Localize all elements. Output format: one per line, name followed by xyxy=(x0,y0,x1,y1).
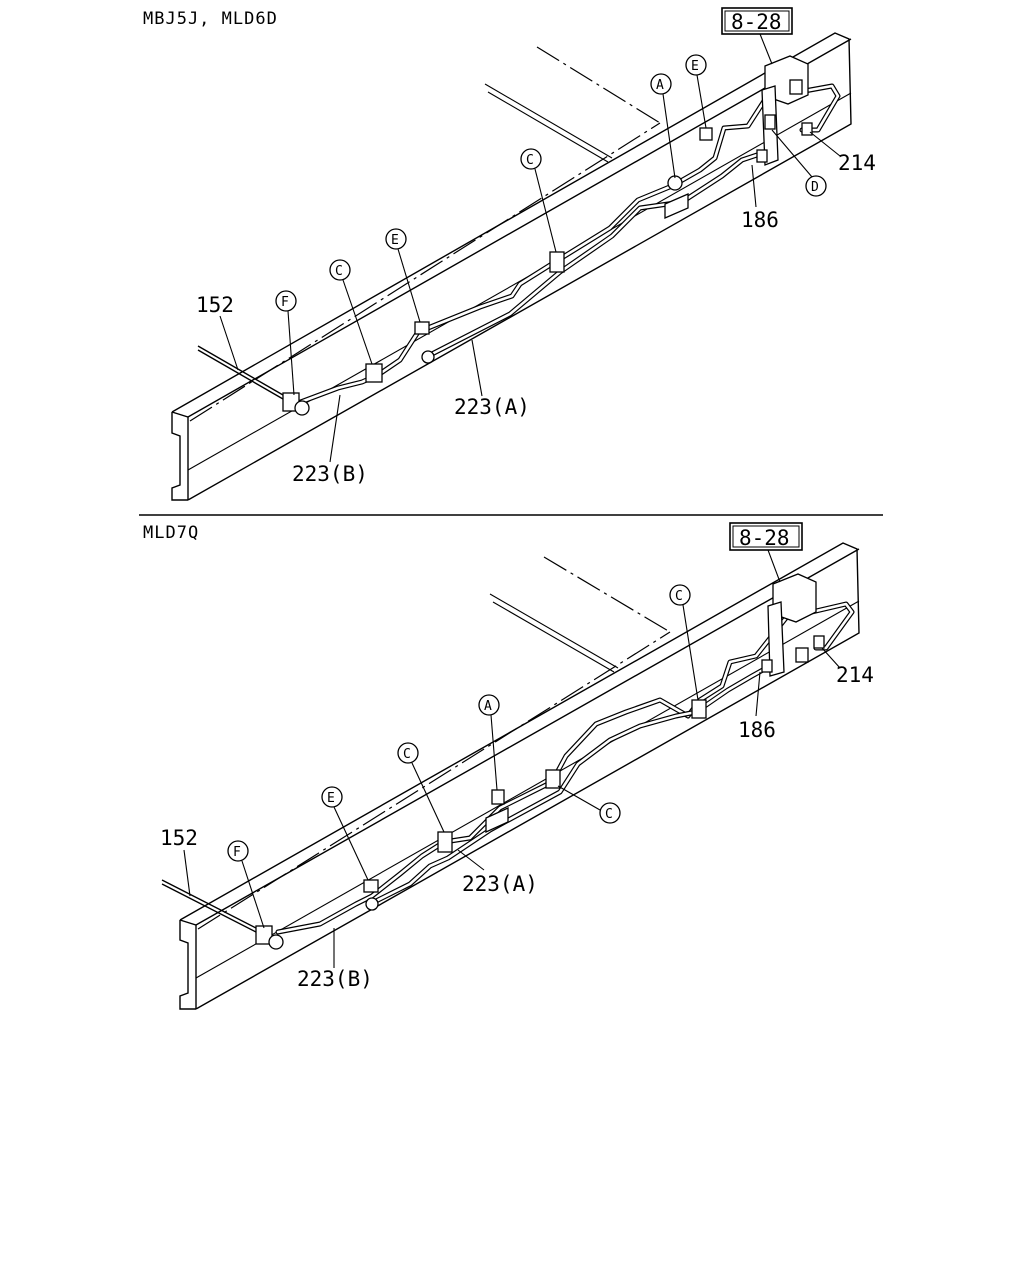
bottom-ref-box-label: 8-28 xyxy=(739,526,790,550)
top-clip-e2 xyxy=(699,127,713,141)
bottom-callout-circle-a xyxy=(478,694,500,716)
bottom-panel: MLD7Q xyxy=(143,522,874,1010)
bottom-frame-rail xyxy=(179,542,860,1010)
bottom-clip-e xyxy=(363,879,379,893)
bottom-clip-c1 xyxy=(437,831,453,853)
top-ref-box: 8-28 xyxy=(721,7,793,65)
bottom-callout-circle-c2 xyxy=(599,802,621,824)
bottom-callout-a-label: A xyxy=(484,699,492,714)
top-part-223b: 223(B) xyxy=(292,462,368,486)
top-callout-circle-a xyxy=(650,73,672,95)
bottom-part-labels: 152 223(A) 223(B) 214 186 xyxy=(160,647,874,991)
top-callout-a-label: A xyxy=(656,78,664,93)
top-callout-f-label: F xyxy=(281,295,289,310)
bottom-clip-c2 xyxy=(545,769,561,789)
top-part-152: 152 xyxy=(196,293,234,317)
bottom-clips xyxy=(255,699,707,950)
bottom-valve-assembly xyxy=(761,573,825,677)
top-clip-c2 xyxy=(549,251,565,273)
top-part-186: 186 xyxy=(741,208,779,232)
top-clip-c1 xyxy=(365,363,383,383)
bottom-clip-c3 xyxy=(691,699,707,719)
top-callout-circle-c2 xyxy=(520,148,542,170)
top-callout-e1-label: E xyxy=(391,233,399,248)
top-callout-circle-d xyxy=(805,175,827,197)
top-clip-e1 xyxy=(414,321,430,335)
top-valve-assembly xyxy=(756,55,813,166)
bottom-callout-c3-label: C xyxy=(675,589,683,604)
bottom-callouts: C A C C E F xyxy=(227,584,699,929)
bottom-part-223b: 223(B) xyxy=(297,967,373,991)
bottom-callout-c2-label: C xyxy=(605,807,613,822)
top-clip-a xyxy=(667,175,683,191)
top-callout-circle-e2 xyxy=(685,54,707,76)
top-clips xyxy=(282,127,713,416)
bottom-clip-a xyxy=(491,789,505,805)
bottom-ref-box: 8-28 xyxy=(729,522,803,583)
bottom-callout-circle-e xyxy=(321,786,343,808)
top-part-223a: 223(A) xyxy=(454,395,530,419)
top-frame-rail xyxy=(171,32,852,501)
bottom-callout-e-label: E xyxy=(327,791,335,806)
bottom-callout-c1-label: C xyxy=(403,747,411,762)
top-ref-box-label: 8-28 xyxy=(731,10,782,34)
bottom-part-152: 152 xyxy=(160,826,198,850)
bottom-part-223a: 223(A) xyxy=(462,872,538,896)
bottom-fitting-f xyxy=(255,925,273,945)
top-part-214: 214 xyxy=(838,151,876,175)
top-panel: MBJ5J, MLD6D xyxy=(143,7,876,501)
top-callout-e2-label: E xyxy=(691,59,699,74)
top-callouts: A E C E C F D xyxy=(275,54,827,396)
top-callout-c2-label: C xyxy=(526,153,534,168)
top-callout-circle-c1 xyxy=(329,259,351,281)
bottom-callout-circle-f xyxy=(227,840,249,862)
top-model-label: MBJ5J, MLD6D xyxy=(143,9,278,29)
top-callout-circle-f xyxy=(275,290,297,312)
top-callout-d-label: D xyxy=(811,180,819,195)
bottom-part-214: 214 xyxy=(836,663,874,687)
bottom-callout-circle-c3 xyxy=(669,584,691,606)
bottom-callout-circle-c1 xyxy=(397,742,419,764)
top-callout-circle-e1 xyxy=(385,228,407,250)
bottom-callout-f-label: F xyxy=(233,845,241,860)
top-part-labels: 152 223(A) 223(B) 214 186 xyxy=(196,131,876,486)
top-callout-c1-label: C xyxy=(335,264,343,279)
bottom-part-186: 186 xyxy=(738,718,776,742)
bottom-model-label: MLD7Q xyxy=(143,523,199,543)
